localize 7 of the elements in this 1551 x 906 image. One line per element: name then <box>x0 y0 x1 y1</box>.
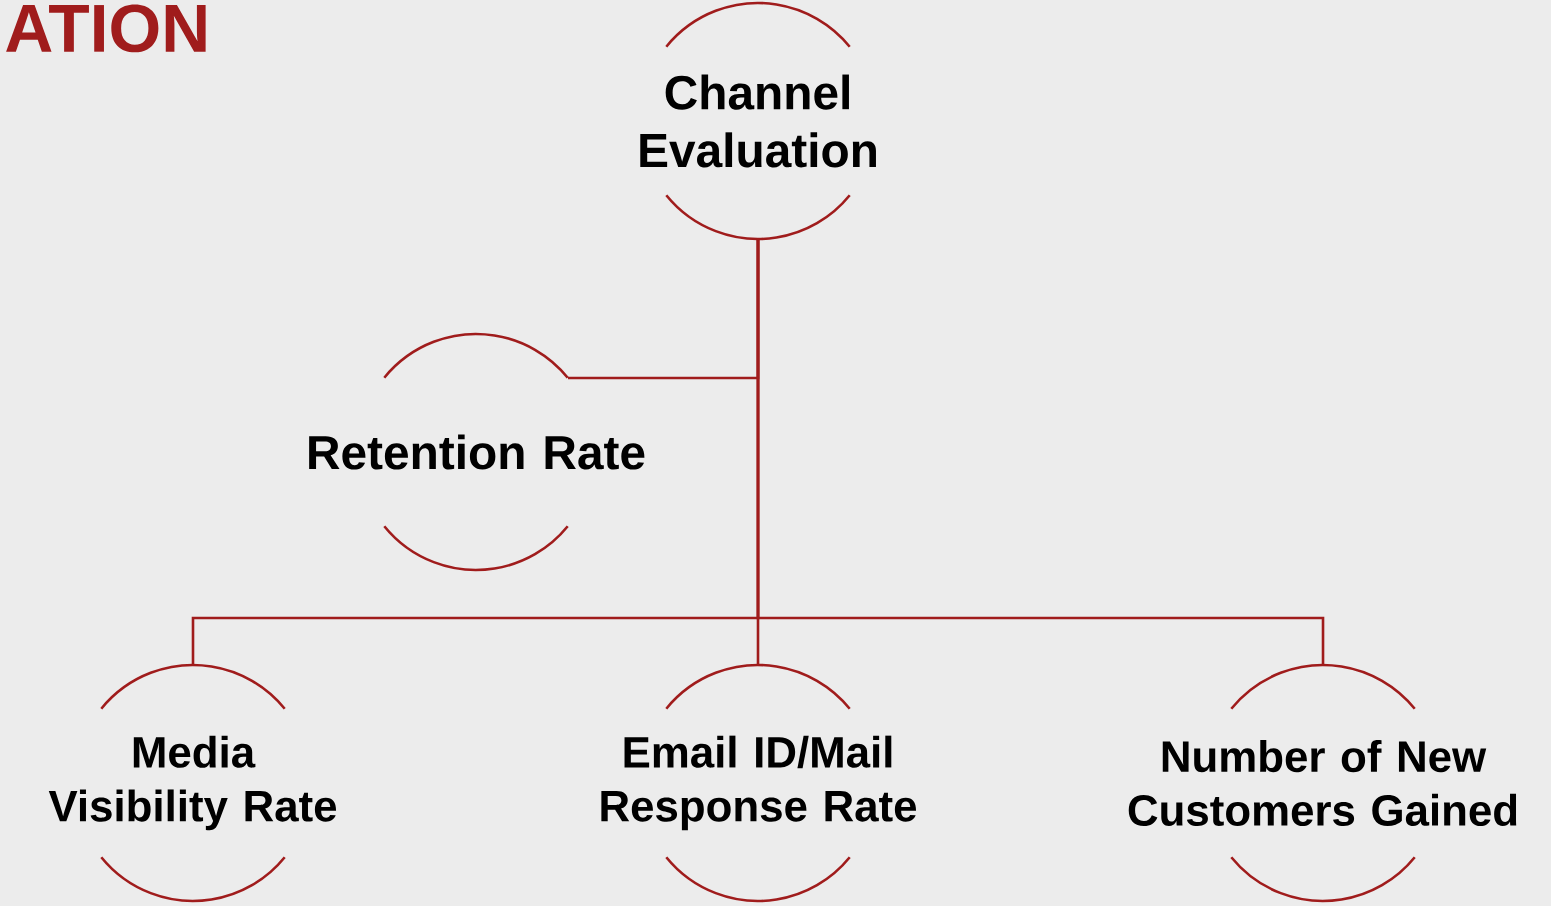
circle-node: Number of New Customers Gained <box>1128 663 1517 903</box>
circle-node: Media Visibility Rate <box>48 663 337 903</box>
title: ATION <box>6 4 206 53</box>
circle-node: Email ID/Mail Response Rate <box>601 663 917 903</box>
connector-line <box>756 239 1325 665</box>
circle-node: Retention Rate <box>309 332 645 572</box>
circle-node: Channel Evaluation <box>640 1 876 241</box>
